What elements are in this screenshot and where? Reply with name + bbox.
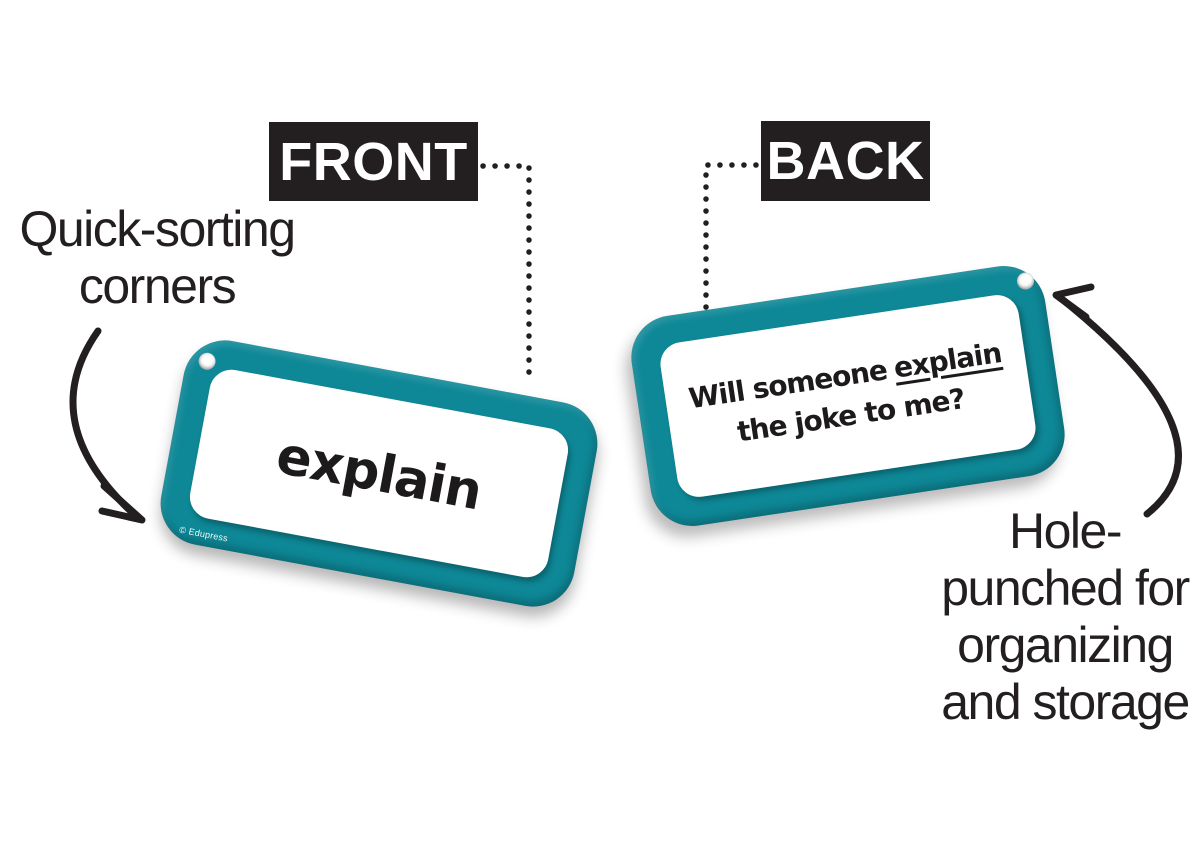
back-label-text: BACK (766, 131, 925, 191)
annotation-line: Hole- (1009, 503, 1122, 559)
annotation-line: organizing (957, 617, 1174, 673)
vocabulary-word: explain (271, 425, 487, 522)
example-sentence: Will someoneexplain the joke to me? (686, 333, 1010, 459)
flashcard-front: explain © Edupress (153, 333, 605, 614)
flashcard-back-face: Will someoneexplain the joke to me? (657, 292, 1039, 500)
annotation-line: punched for (941, 560, 1190, 616)
flashcard-front-face: explain (186, 366, 572, 581)
back-connector-dotted-line (703, 162, 759, 312)
hole-punched-annotation: Hole- punched for organizing and storage (905, 503, 1200, 731)
front-label: FRONT (269, 122, 478, 201)
front-label-text: FRONT (279, 131, 468, 192)
annotation-line: and storage (941, 674, 1190, 730)
hole-punched-arrow (1052, 283, 1182, 518)
quick-sorting-arrow (69, 327, 146, 524)
annotation-line: corners (78, 258, 237, 314)
back-label: BACK (761, 121, 930, 201)
punch-hole (1015, 271, 1036, 291)
quick-sorting-annotation: Quick-sorting corners (0, 201, 318, 315)
flashcard-back: Will someoneexplain the joke to me? (625, 260, 1071, 532)
copyright-text: © Edupress (178, 524, 229, 544)
punch-hole (197, 351, 217, 372)
front-connector-dotted-line (480, 163, 532, 384)
annotation-line: Quick-sorting (19, 201, 296, 257)
